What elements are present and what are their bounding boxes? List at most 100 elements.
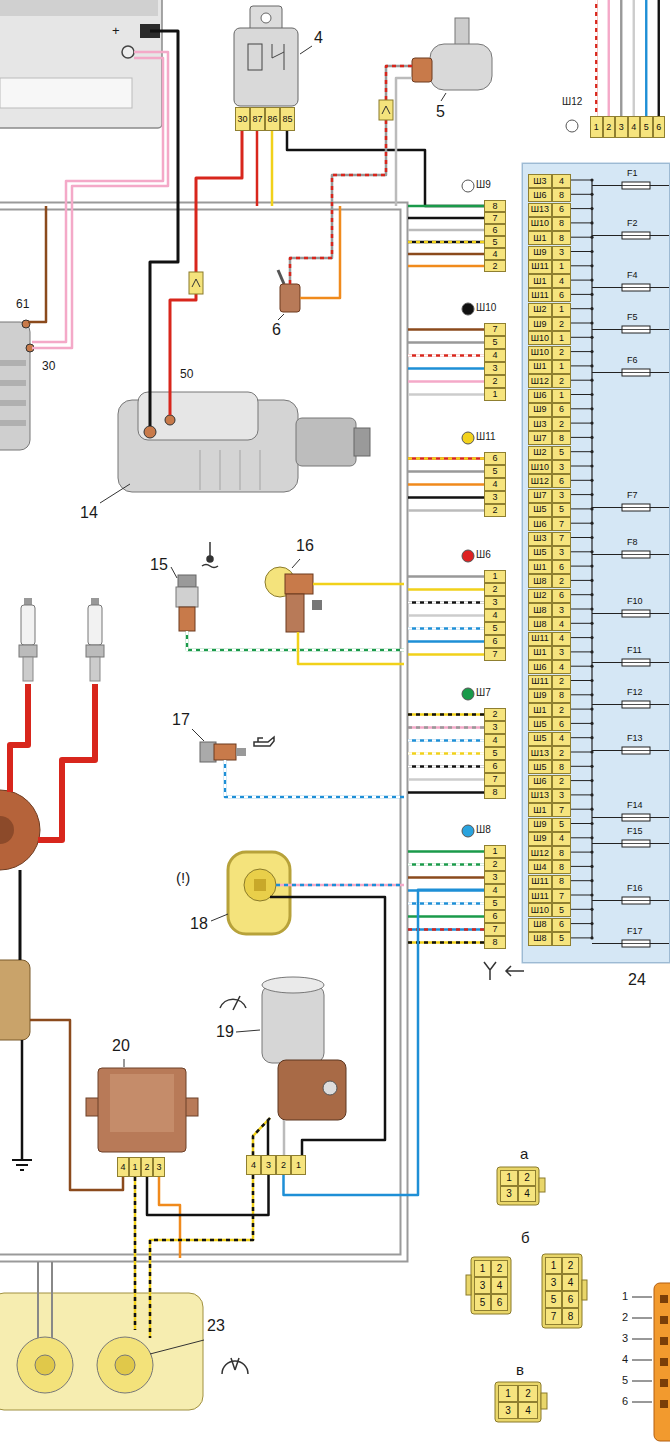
wire <box>408 330 484 395</box>
connector-housing <box>539 1178 545 1192</box>
table-text: Ш12 <box>531 849 549 858</box>
callout-number: 18 <box>190 916 208 932</box>
pin-number: 4 <box>492 736 497 745</box>
table-text: Ш11 <box>531 877 549 886</box>
fuse-block-wiring <box>570 280 592 281</box>
pin-number: 5 <box>492 338 497 347</box>
fuse-block-wiring <box>570 694 592 695</box>
wire <box>645 0 647 116</box>
ignition-coil <box>0 960 30 1040</box>
wire <box>408 354 484 356</box>
pin-number: 8 <box>492 202 497 211</box>
connector-pin-block: 1234 <box>500 1170 536 1202</box>
fuse-block-wiring <box>592 843 670 844</box>
table-cell: 8 <box>552 689 571 703</box>
table-cell: Ш1 <box>528 703 552 717</box>
wire <box>313 583 404 586</box>
wire <box>608 0 610 116</box>
generator <box>0 380 26 386</box>
pin-cell: 2 <box>484 504 506 517</box>
table-text: Ш9 <box>533 691 546 700</box>
pin-number: 6 <box>492 637 497 646</box>
table-cell: Ш5 <box>528 760 552 774</box>
leader-line <box>292 559 300 568</box>
fuse-block-wiring <box>522 163 670 963</box>
table-cell: Ш4 <box>528 860 552 874</box>
table-cell: 8 <box>552 231 571 245</box>
wire <box>396 78 412 206</box>
fuse-block-wiring <box>622 369 650 376</box>
pin-number: 1 <box>492 572 497 581</box>
table-cell: 2 <box>552 574 571 588</box>
wire <box>408 852 484 943</box>
fuse-block-wiring <box>622 662 650 663</box>
pin-cell: 8 <box>484 786 506 799</box>
fuse-block-wiring <box>622 817 650 818</box>
table-text: 8 <box>559 877 564 886</box>
fuse-block-wiring <box>570 480 592 481</box>
wire <box>408 850 484 852</box>
table-cell: Ш11 <box>528 675 552 689</box>
sensor <box>285 574 313 594</box>
washer-pump <box>17 1337 73 1393</box>
fuse-block-wiring <box>622 504 650 511</box>
battery <box>122 46 134 58</box>
connector-housing <box>466 1275 471 1295</box>
generator <box>0 420 26 426</box>
table-text: 1 <box>559 391 564 400</box>
wire <box>270 897 385 1155</box>
pin-number: 1 <box>492 390 497 399</box>
starter-motor <box>354 428 370 456</box>
table-cell: Ш10 <box>528 217 552 231</box>
table-text: Ш9 <box>533 405 546 414</box>
table-text: 7 <box>559 806 564 815</box>
pin-cell: 5 <box>484 622 506 635</box>
fuse-block-wiring <box>622 507 650 508</box>
fuse-block-wiring <box>570 780 592 781</box>
table-cell: 3 <box>552 646 571 660</box>
table-cell: Ш1 <box>528 274 552 288</box>
pin-cell: 4 <box>518 1402 538 1419</box>
spark-plug <box>19 598 104 681</box>
wire <box>408 380 484 382</box>
table-cell: 2 <box>552 746 571 760</box>
pin-cell: 2 <box>491 1260 508 1277</box>
fuse-block-wiring <box>592 554 670 555</box>
battery <box>0 0 158 16</box>
wire <box>408 588 484 590</box>
pin-cell: 4 <box>484 734 506 747</box>
table-text: 2 <box>559 706 564 715</box>
oil-pressure-sensor <box>236 748 246 756</box>
table-text: 8 <box>559 234 564 243</box>
pin-cell: 6 <box>484 760 506 773</box>
table-text: 8 <box>559 191 564 200</box>
spark-plug <box>19 645 37 657</box>
pin-number: 6 <box>492 454 497 463</box>
fuse-block-wiring <box>570 337 592 338</box>
connector-housing <box>660 1379 668 1387</box>
relay-pin-block: 4123 <box>117 1157 165 1177</box>
wire <box>408 863 484 865</box>
table-text: Ш11 <box>531 892 549 901</box>
wire <box>408 470 484 472</box>
table-cell: Ш1 <box>528 360 552 374</box>
pin-cell: 4 <box>484 248 506 260</box>
washer-pump <box>97 1337 153 1393</box>
table-text: 2 <box>559 577 564 586</box>
fuse-block-wiring <box>622 750 650 751</box>
fuse-block-wiring <box>622 900 650 901</box>
table-cell: Ш3 <box>528 174 552 188</box>
wire <box>276 884 404 887</box>
table-cell: Ш12 <box>528 474 552 488</box>
wire <box>408 496 484 498</box>
table-text: Ш2 <box>533 305 546 314</box>
wire <box>408 206 484 266</box>
wiper-motor <box>262 977 346 1120</box>
table-cell: 3 <box>552 460 571 474</box>
table-cell: 4 <box>552 732 571 746</box>
table-text: 5 <box>559 934 564 943</box>
pin-number: 7 <box>492 325 497 334</box>
connector-name: Ш6 <box>476 549 491 560</box>
table-text: Ш7 <box>533 491 546 500</box>
wire <box>633 0 635 116</box>
